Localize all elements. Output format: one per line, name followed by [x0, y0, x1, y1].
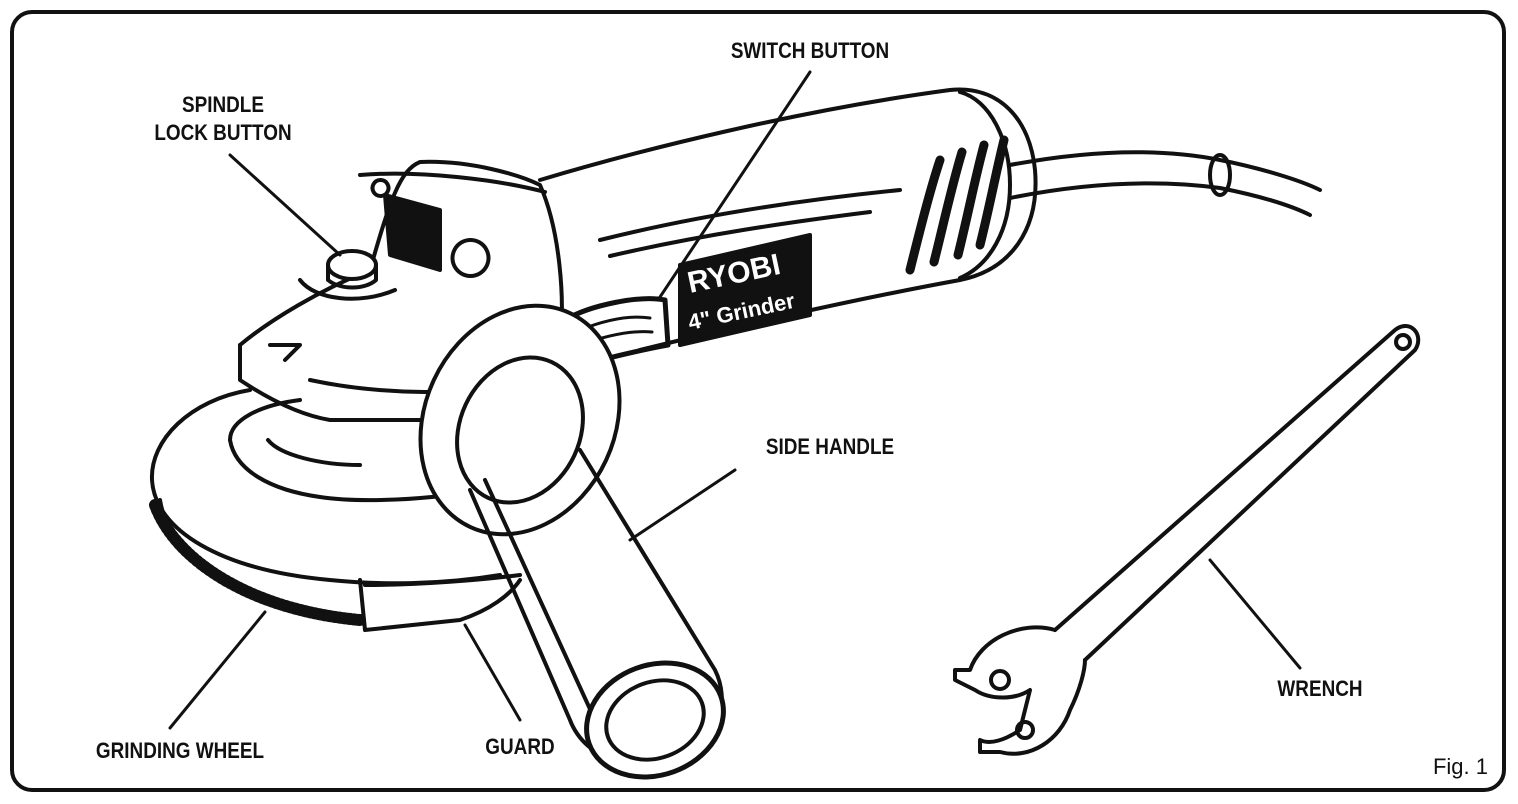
power-cord — [1008, 150, 1322, 217]
spindle-lock-label-line2: LOCK BUTTON — [154, 120, 292, 145]
spindle-lock-label-line1: SPINDLE — [181, 92, 264, 117]
motor-housing — [538, 87, 1038, 352]
leader-lines — [168, 70, 1302, 730]
grinding-wheel-label: GRINDING WHEEL — [95, 738, 265, 763]
figure-number: Fig. 1 — [1432, 754, 1488, 779]
side-handle — [418, 303, 726, 780]
switch-button-label: SWITCH BUTTON — [730, 38, 890, 63]
side-handle-leader — [628, 468, 737, 542]
spindle-lock-leader — [228, 153, 342, 257]
wrench-tool — [953, 323, 1421, 756]
grinding-wheel-edge — [149, 499, 366, 626]
guard-leader — [463, 623, 522, 722]
wrench-leader — [1208, 558, 1302, 670]
guard-label: GUARD — [485, 734, 555, 759]
switch-button-leader — [656, 70, 812, 302]
figure-frame — [10, 10, 1506, 792]
side-handle-label: SIDE HANDLE — [765, 434, 895, 459]
wrench-label: WRENCH — [1277, 676, 1363, 701]
grinding-wheel-leader — [168, 610, 267, 730]
brand-badge — [678, 233, 812, 347]
